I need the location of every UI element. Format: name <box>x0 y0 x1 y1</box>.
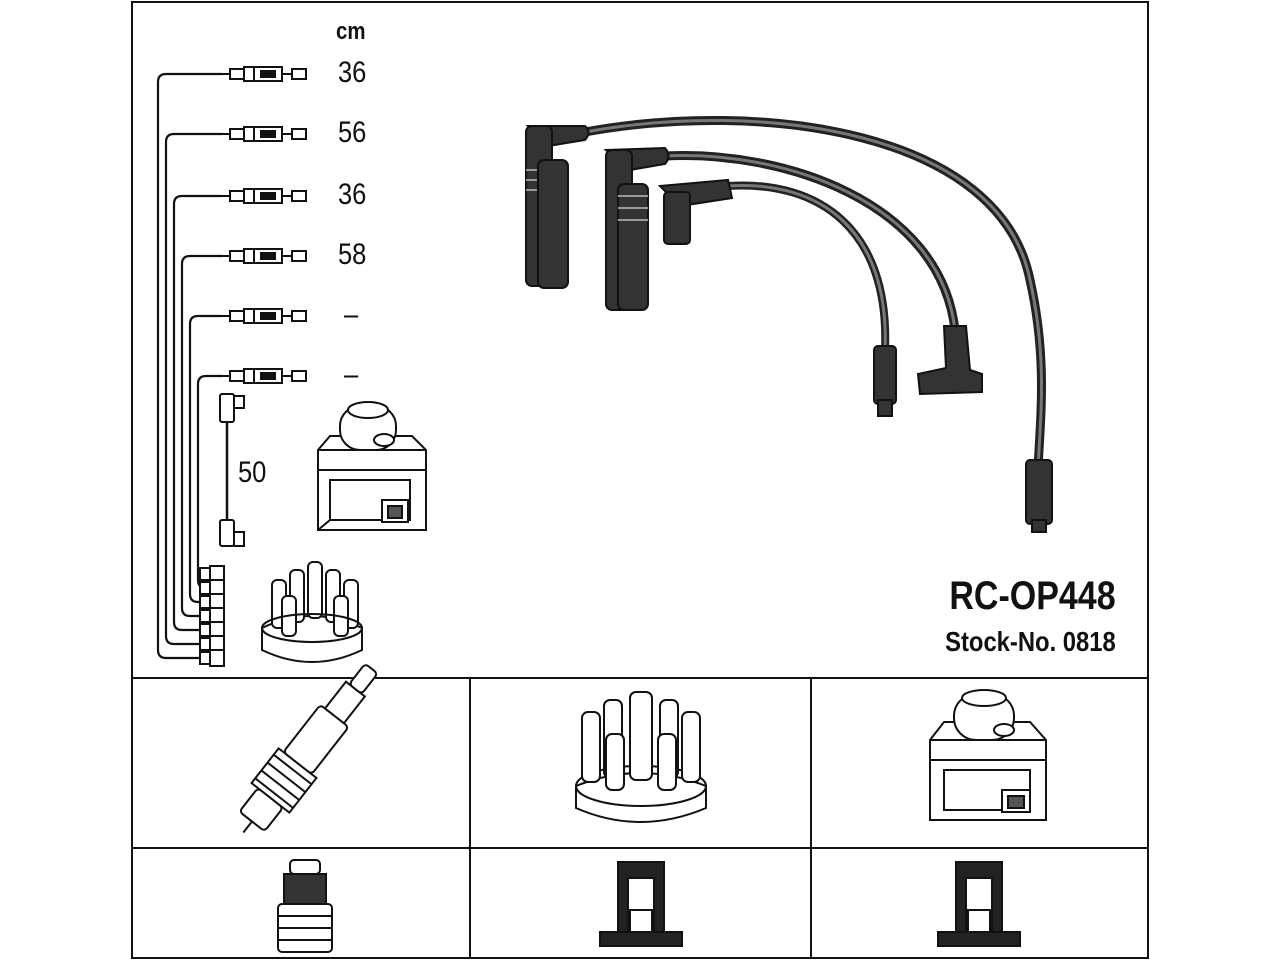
cap-terminals <box>199 565 225 667</box>
frame <box>131 1 1149 959</box>
lead-length-2: 56 <box>338 116 367 149</box>
cable-boots <box>525 125 1053 533</box>
distributor-cap-icon <box>575 691 707 823</box>
coil-lead <box>219 393 245 547</box>
coil-lead-length: 50 <box>238 456 267 489</box>
lead-length-5: – <box>344 298 359 331</box>
lead-length-1: 36 <box>338 56 367 89</box>
distributor-cap-small <box>261 561 363 663</box>
cable-set-drawing <box>580 116 1046 475</box>
lead-length-4: 58 <box>338 238 367 271</box>
connector-spark-plug-end-icon <box>277 859 333 953</box>
connector-coil-end-icon <box>937 861 1021 947</box>
lead-length-3: 36 <box>338 178 367 211</box>
unit-label: cm <box>336 18 366 45</box>
stock-number: Stock-No. 0818 <box>945 626 1116 657</box>
ignition-coil-icon <box>929 689 1047 821</box>
lead-length-6: – <box>344 358 359 391</box>
ignition-coil-small <box>317 401 427 531</box>
terminal-ends <box>221 66 307 384</box>
part-number: RC-OP448 <box>949 574 1116 618</box>
spark-plug-icon <box>239 664 378 834</box>
connector-cap-end-icon <box>599 861 683 947</box>
